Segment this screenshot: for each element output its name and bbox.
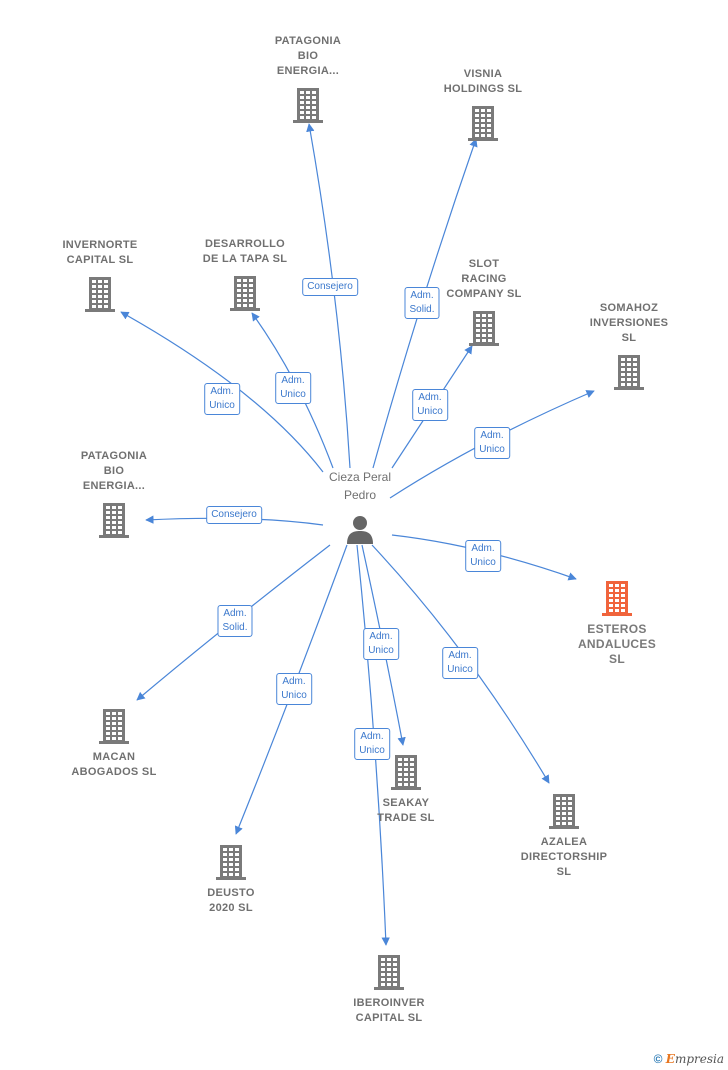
company-name: AZALEA DIRECTORSHIP SL (520, 836, 608, 878)
building-icon (549, 794, 579, 829)
building-icon (602, 581, 632, 616)
company-name: ESTEROS ANDALUCES SL (577, 622, 657, 666)
person-icon (347, 516, 373, 544)
edge-label-patagonia1[interactable]: Consejero (302, 278, 358, 296)
company-node-seakay[interactable]: SEAKAY TRADE SL (346, 754, 466, 826)
building-icon (216, 845, 246, 880)
company-node-invernorte[interactable]: INVERNORTE CAPITAL SL (40, 238, 160, 312)
edge-invernorte (120, 311, 324, 473)
company-node-desarrollo[interactable]: DESARROLLO DE LA TAPA SL (185, 237, 305, 311)
company-node-slot[interactable]: SLOT RACING COMPANY SL (424, 257, 544, 346)
company-node-visnia[interactable]: VISNIA HOLDINGS SL (423, 67, 543, 141)
copyright-symbol: © (653, 1052, 663, 1066)
building-icon (99, 709, 129, 744)
brand-initial: E (665, 1052, 675, 1066)
building-icon (391, 755, 421, 790)
edge-label-somahoz[interactable]: Adm. Unico (474, 427, 510, 459)
company-node-patagonia1[interactable]: PATAGONIA BIO ENERGIA... (248, 34, 368, 123)
company-name: IBEROINVER CAPITAL SL (353, 997, 425, 1024)
brand-footer: © Empresia (654, 1052, 724, 1066)
building-icon (468, 106, 498, 141)
brand-name: mpresia (674, 1052, 724, 1066)
company-name: MACAN ABOGADOS SL (71, 751, 157, 778)
company-name: PATAGONIA BIO ENERGIA... (80, 450, 148, 492)
edge-label-esteros[interactable]: Adm. Unico (465, 540, 501, 572)
company-node-azalea[interactable]: AZALEA DIRECTORSHIP SL (504, 793, 624, 880)
edge-label-seakay[interactable]: Adm. Unico (363, 628, 399, 660)
company-name: DEUSTO 2020 SL (207, 887, 255, 914)
company-node-esteros[interactable]: ESTEROS ANDALUCES SL (557, 580, 677, 667)
company-name: SOMAHOZ INVERSIONES SL (589, 302, 669, 344)
company-node-patagonia2[interactable]: PATAGONIA BIO ENERGIA... (54, 449, 174, 538)
company-name: VISNIA HOLDINGS SL (443, 68, 523, 95)
building-icon (293, 88, 323, 123)
edge-label-patagonia2[interactable]: Consejero (206, 506, 262, 524)
center-person[interactable]: Cieza Peral Pedro (300, 468, 420, 544)
edge-patagonia1 (306, 123, 351, 469)
company-name: DESARROLLO DE LA TAPA SL (202, 238, 288, 265)
company-node-somahoz[interactable]: SOMAHOZ INVERSIONES SL (569, 301, 689, 390)
company-node-iberoinver[interactable]: IBEROINVER CAPITAL SL (329, 954, 449, 1026)
company-node-deusto[interactable]: DEUSTO 2020 SL (171, 844, 291, 916)
building-icon (230, 276, 260, 311)
building-icon (85, 277, 115, 312)
center-person-name: Cieza Peral Pedro (328, 470, 392, 502)
edge-label-visnia[interactable]: Adm. Solid. (404, 287, 440, 319)
building-icon (614, 355, 644, 390)
edge-label-azalea[interactable]: Adm. Unico (442, 647, 478, 679)
building-icon (99, 503, 129, 538)
edge-label-macan[interactable]: Adm. Solid. (217, 605, 253, 637)
company-name: SEAKAY TRADE SL (377, 797, 435, 824)
edge-label-desarrollo[interactable]: Adm. Unico (275, 372, 311, 404)
edge-label-iberoinver[interactable]: Adm. Unico (354, 728, 390, 760)
edge-label-slot[interactable]: Adm. Unico (412, 389, 448, 421)
company-name: PATAGONIA BIO ENERGIA... (274, 35, 342, 77)
company-node-macan[interactable]: MACAN ABOGADOS SL (54, 708, 174, 780)
company-name: INVERNORTE CAPITAL SL (62, 239, 138, 266)
building-icon (374, 955, 404, 990)
company-name: SLOT RACING COMPANY SL (446, 258, 522, 300)
edge-label-invernorte[interactable]: Adm. Unico (204, 383, 240, 415)
building-icon (469, 311, 499, 346)
edge-label-deusto[interactable]: Adm. Unico (276, 673, 312, 705)
